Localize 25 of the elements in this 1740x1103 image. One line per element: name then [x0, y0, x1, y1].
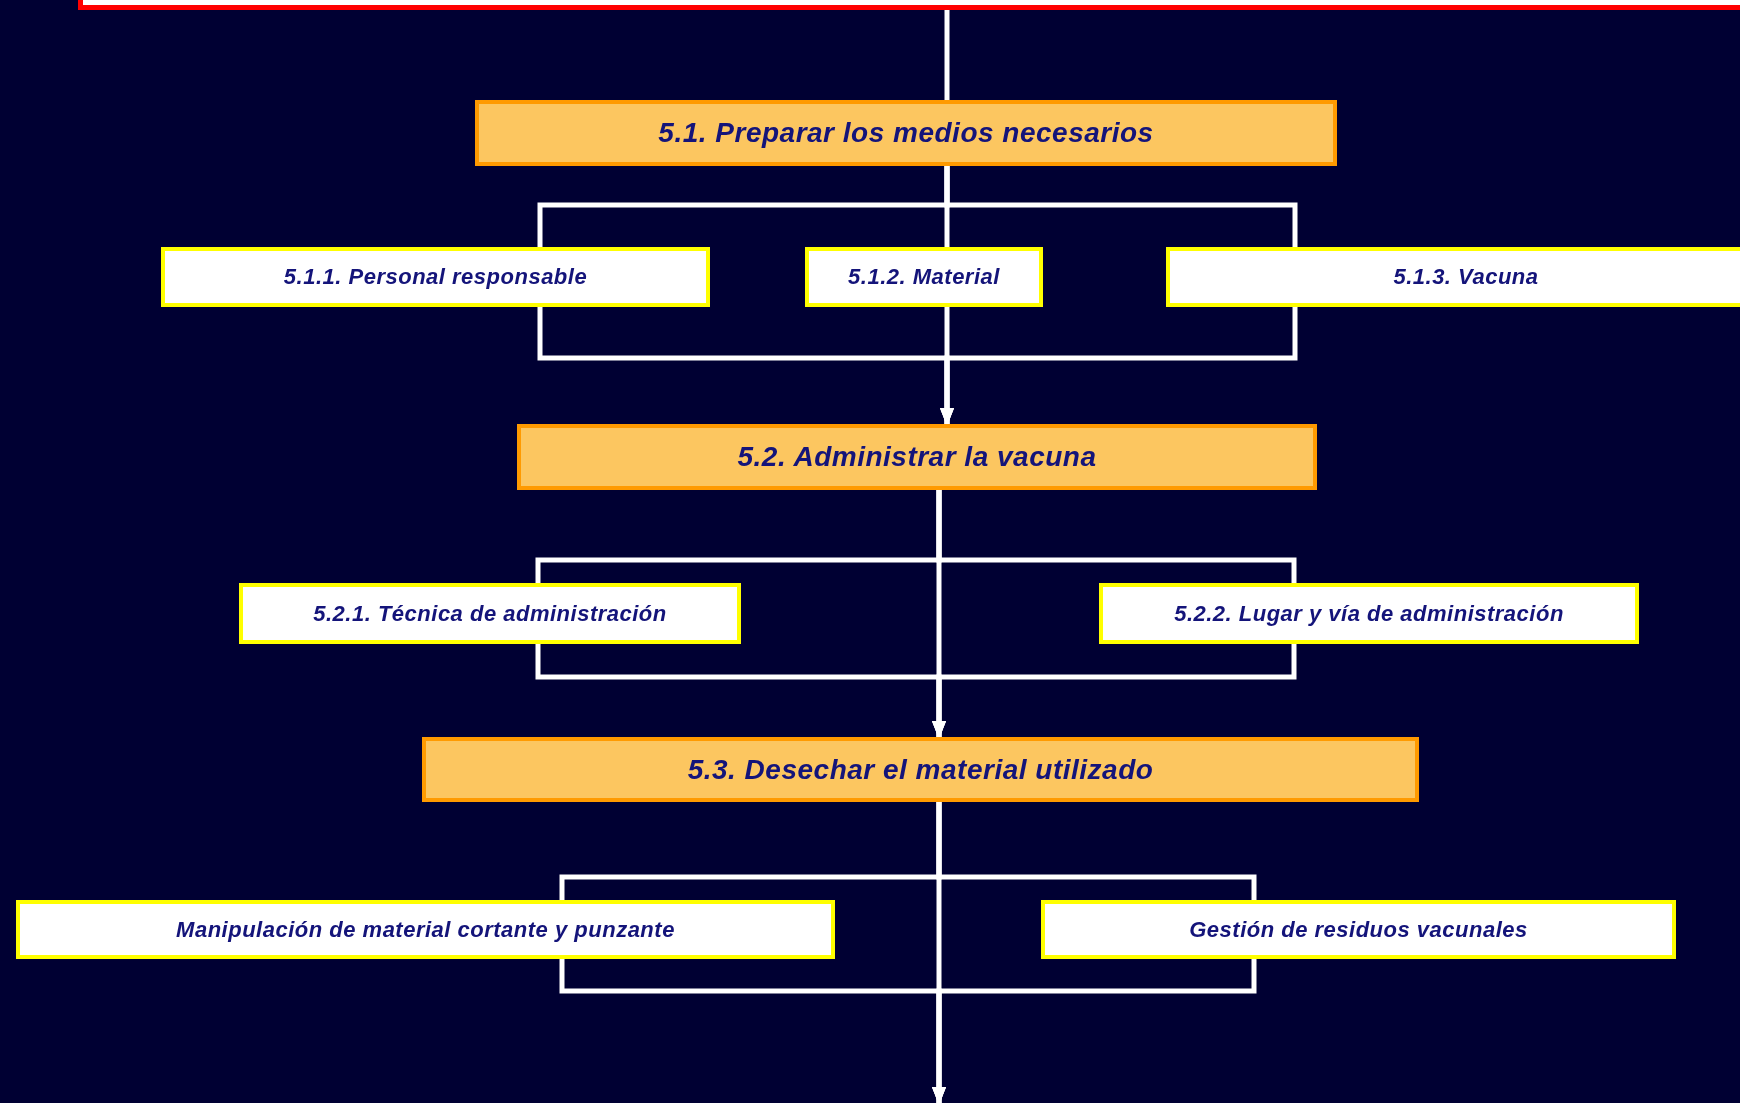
subprocess-box [239, 583, 741, 644]
substep-label: Gestión de residuos vacunales [1189, 916, 1528, 943]
process-box [475, 100, 1337, 166]
step-title: 5.2. Administrar la vacuna [737, 441, 1097, 473]
subprocess-box [1166, 247, 1740, 307]
arrow [932, 959, 1257, 1103]
subprocess-box [1099, 583, 1639, 644]
subprocess-box [1041, 900, 1676, 959]
step-title: 5.3. Desechar el material utilizado [687, 753, 1154, 786]
substep-label: 5.1.3. Vacuna [1393, 264, 1539, 290]
substep-label: 5.1.2. Material [848, 264, 1000, 290]
substep-label: Manipulación de material cortante y punzante [176, 916, 675, 943]
connector-line [944, 166, 1298, 247]
substep-label: 5.2.1. Técnica de administración [313, 600, 667, 627]
process-box [517, 424, 1317, 490]
subprocess-box [161, 247, 710, 307]
substep-label: 5.2.2. Lugar y vía de administración [1174, 600, 1564, 627]
arrow [940, 307, 1298, 426]
process-box [422, 737, 1419, 802]
connector-line [944, 10, 950, 100]
subprocess-box [805, 247, 1043, 307]
step-title: 5.1. Preparar los medios necesarios [658, 117, 1154, 149]
substep-label: 5.1.1. Personal responsable [283, 264, 588, 290]
subprocess-box [16, 900, 835, 959]
arrow [932, 644, 1297, 739]
